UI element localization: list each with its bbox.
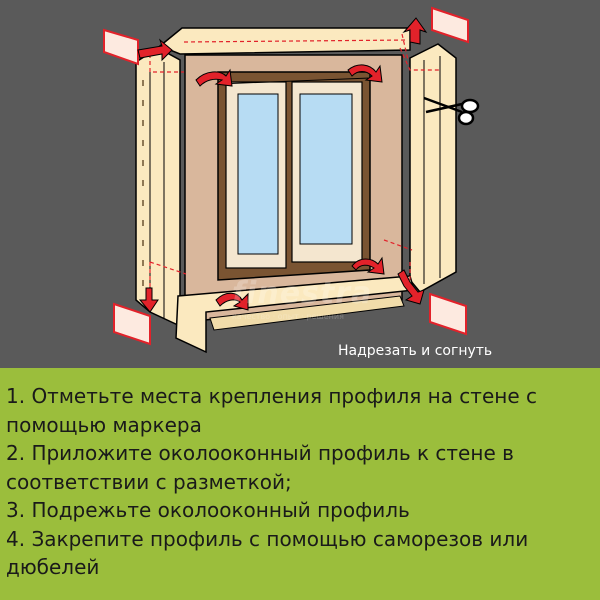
scissors-icon	[423, 96, 480, 126]
window-glass-right	[299, 93, 353, 245]
steps-list: 1. Отметьте места крепления профиля на с…	[6, 382, 596, 582]
step-1: 1. Отметьте места крепления профиля на с…	[6, 384, 537, 437]
step-3: 3. Подрежьте околооконный профиль	[6, 498, 410, 522]
step-2: 2. Приложите околооконный профиль к стен…	[6, 441, 514, 494]
marker-tab-top-right	[431, 6, 469, 44]
step-4: 4. Закрепите профиль с помощью саморезов…	[6, 526, 529, 580]
watermark-logo: finestra	[232, 276, 373, 311]
marker-tab-bottom-left	[113, 302, 151, 346]
window-glass-left	[237, 93, 279, 255]
marker-tab-top-left	[103, 28, 139, 66]
illustration-panel: finestra качество · опыт · решения Надре…	[0, 0, 600, 368]
marker-tab-bottom-right	[429, 292, 467, 336]
watermark-tagline: качество · опыт · решения	[232, 312, 344, 321]
cut-and-bend-caption: Надрезать и согнуть	[338, 343, 493, 359]
window-profile-diagram	[103, 6, 480, 354]
right-profile	[409, 43, 457, 293]
bend-arrow-icon	[137, 17, 428, 313]
instructions-panel: 1. Отметьте места крепления профиля на с…	[0, 368, 600, 600]
